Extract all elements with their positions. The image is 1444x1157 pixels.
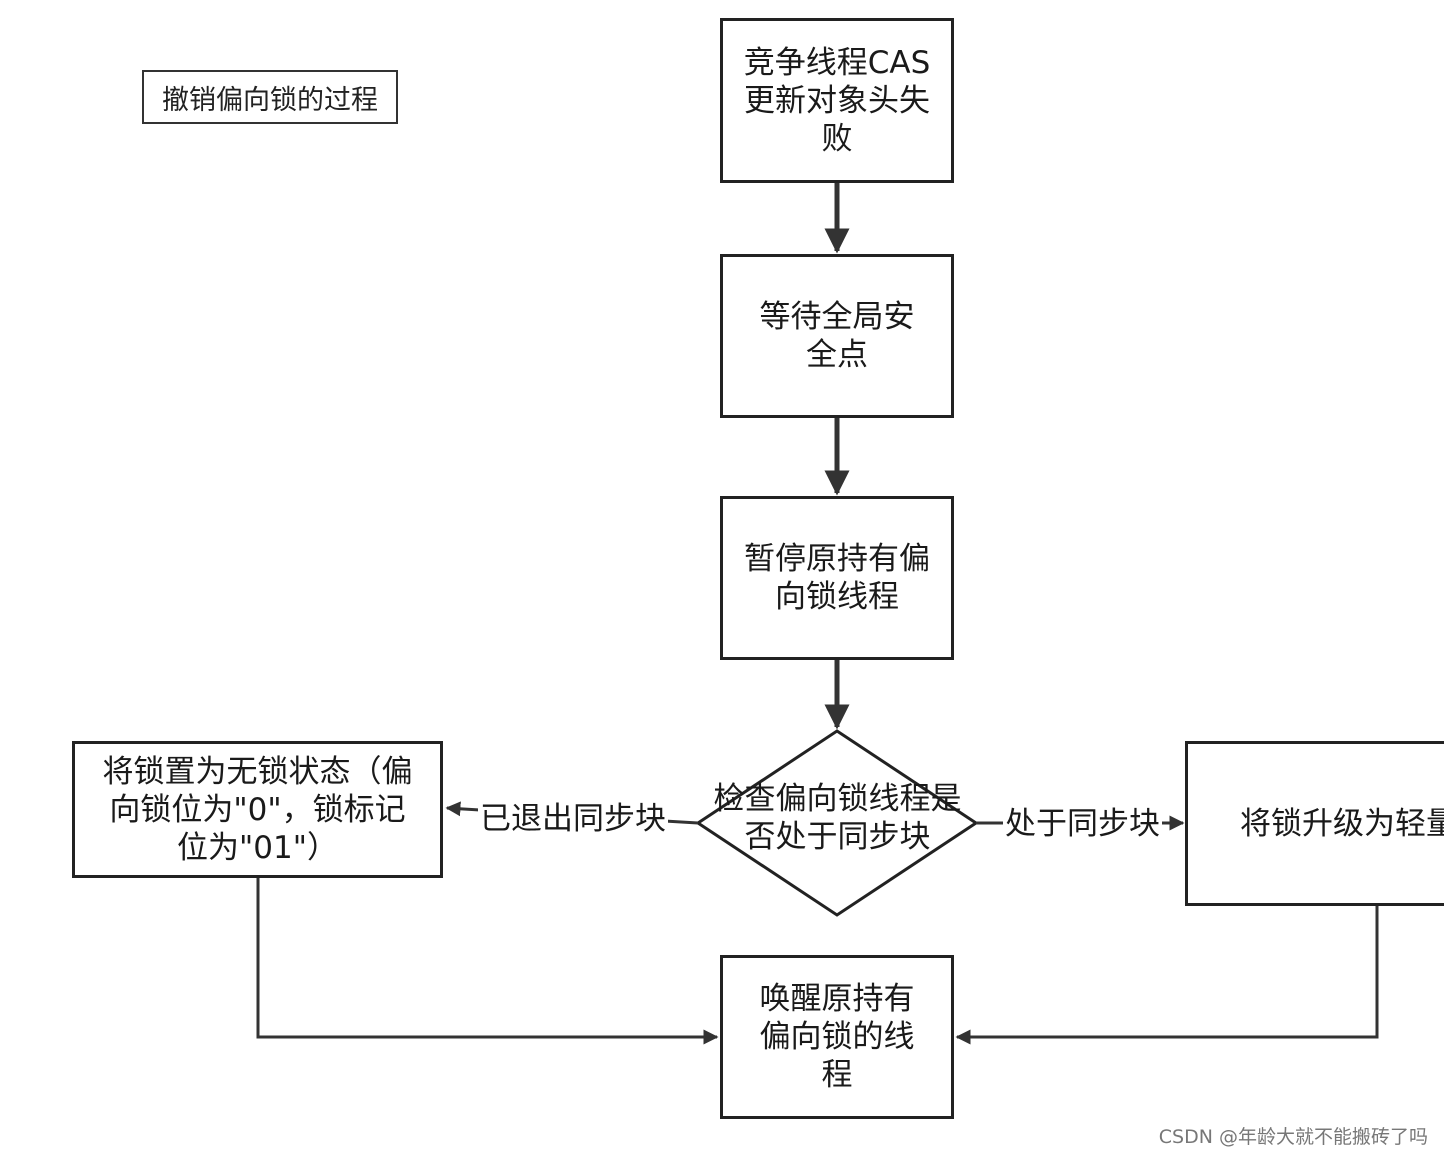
diagram-title: 撤销偏向锁的过程: [142, 70, 398, 124]
decision-diamond: [695, 729, 979, 917]
node-cas-fail: 竞争线程CAS更新对象头失败: [720, 18, 954, 183]
edge-label-exited: 已退出同步块: [478, 800, 668, 838]
node-wait-safepoint: 等待全局安全点: [720, 254, 954, 418]
watermark: CSDN @年龄大就不能搬砖了吗: [1158, 1126, 1428, 1148]
node-wake-thread-label: 唤醒原持有偏向锁的线程: [759, 981, 915, 1093]
node-set-unlocked-label: 将锁置为无锁状态（偏向锁位为"0"，锁标记位为"01"）: [102, 753, 413, 866]
node-wake-thread: 唤醒原持有偏向锁的线程: [720, 955, 954, 1119]
node-wait-safepoint-label: 等待全局安全点: [759, 299, 915, 373]
node-upgrade-label: 将锁升级为轻量: [1240, 805, 1444, 842]
arrow-upgrade-to-wake: [955, 904, 1379, 1045]
node-upgrade: 将锁升级为轻量: [1185, 741, 1444, 906]
edge-label-in-sync: 处于同步块: [1003, 805, 1162, 843]
node-cas-fail-label: 竞争线程CAS更新对象头失败: [743, 44, 931, 157]
node-pause-thread-label: 暂停原持有偏向锁线程: [744, 541, 930, 615]
node-pause-thread: 暂停原持有偏向锁线程: [720, 496, 954, 660]
node-check-sync-label: 检查偏向锁线程是否处于同步块: [713, 781, 962, 855]
node-set-unlocked: 将锁置为无锁状态（偏向锁位为"0"，锁标记位为"01"）: [72, 741, 443, 878]
arrow-unlocked-to-wake: [256, 876, 719, 1045]
